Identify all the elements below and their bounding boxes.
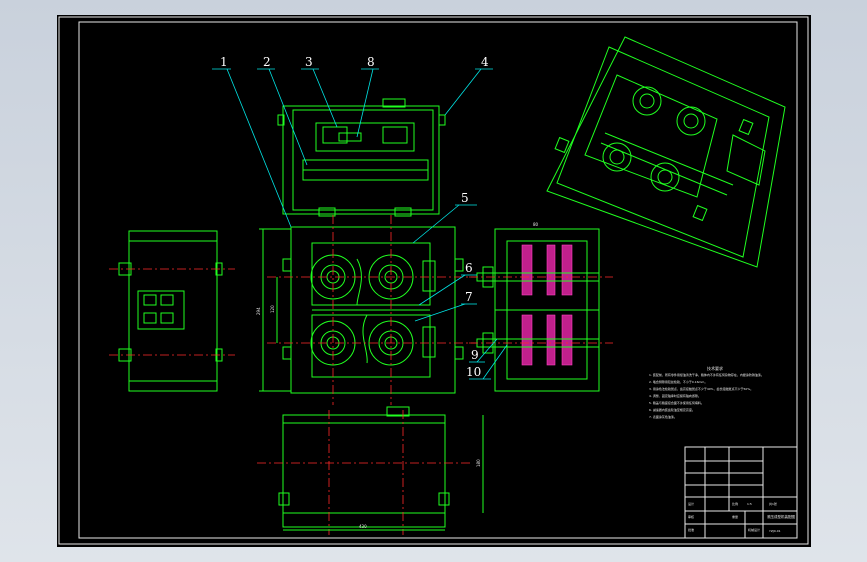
- bottom-view: [257, 406, 484, 535]
- engineering-drawing: 1 2 3 8 4 5 6 7 9 10 294 120 180 80 430 …: [58, 16, 809, 545]
- dim-center: 120: [270, 305, 275, 313]
- note-line: 6. 减速器内装齿轮油至规定高度。: [649, 407, 695, 412]
- dim-bottom-width: 430: [359, 524, 367, 529]
- tb-drawing-name: 滚压成型机装配图: [767, 514, 795, 519]
- side-view: [109, 230, 235, 392]
- balloon-6: 6: [465, 261, 473, 275]
- leader-lines: [212, 68, 508, 380]
- cad-viewport[interactable]: 1 2 3 8 4 5 6 7 9 10 294 120 180 80 430 …: [57, 15, 811, 547]
- balloon-7: 7: [465, 290, 473, 304]
- tb-designer: 设计: [688, 501, 694, 506]
- balloon-2: 2: [263, 55, 271, 69]
- outer-frame: [58, 16, 809, 545]
- balloon-3: 3: [305, 55, 313, 69]
- note-line: 1. 装配前，所有零件用煤油清洗干净，箱体内不许有任何杂物存在，内壁涂防锈油漆。: [649, 372, 764, 377]
- tb-checker: 审核: [688, 514, 694, 519]
- balloon-1: 1: [220, 55, 228, 69]
- balloon-8: 8: [367, 55, 375, 69]
- notes-heading: 技术要求: [707, 365, 723, 371]
- tb-scale-label: 比例: [732, 501, 738, 506]
- note-line: 2. 啮合侧隙用铅丝检验，不小于0.16mm。: [649, 379, 707, 384]
- tb-approver: 批准: [688, 527, 694, 532]
- balloon-9: 9: [471, 348, 479, 362]
- title-block: 设计 审核 批准 比例 1:5 重量 滚压成型机装配图 YZJX-01 共1张 …: [684, 446, 798, 539]
- note-line: 7. 表面涂灰色油漆。: [649, 414, 677, 419]
- technical-notes: 技术要求 1. 装配前，所有零件用煤油清洗干净，箱体内不许有任何杂物存在，内壁涂…: [649, 365, 764, 419]
- tb-weight: 重量: [732, 514, 738, 519]
- balloon-10: 10: [466, 365, 481, 379]
- tb-drawing-no: YZJX-01: [769, 529, 781, 533]
- dim-height: 294: [256, 307, 261, 315]
- top-view: [277, 98, 446, 217]
- tb-company: 机械设计: [748, 527, 760, 532]
- note-line: 3. 用涂色法检验斑点，齿高接触斑点不少于40%，齿长接触斑点不少于50%。: [649, 386, 753, 391]
- dim-bottom-height: 180: [476, 459, 481, 467]
- inner-frame: [78, 21, 798, 539]
- isometric-view: [546, 36, 786, 268]
- balloon-4: 4: [481, 55, 489, 69]
- tb-scale: 1:5: [747, 502, 752, 506]
- balloon-5: 5: [461, 191, 469, 205]
- tb-sheet: 共1张: [769, 501, 777, 506]
- section-view: [469, 228, 613, 392]
- note-line: 5. 箱盖与箱座接合面不许使用任何填料。: [649, 400, 704, 405]
- front-view: [259, 215, 477, 405]
- note-line: 4. 调整、固定轴承时应留有轴向游隙。: [649, 393, 701, 398]
- dim-section: 80: [533, 222, 539, 227]
